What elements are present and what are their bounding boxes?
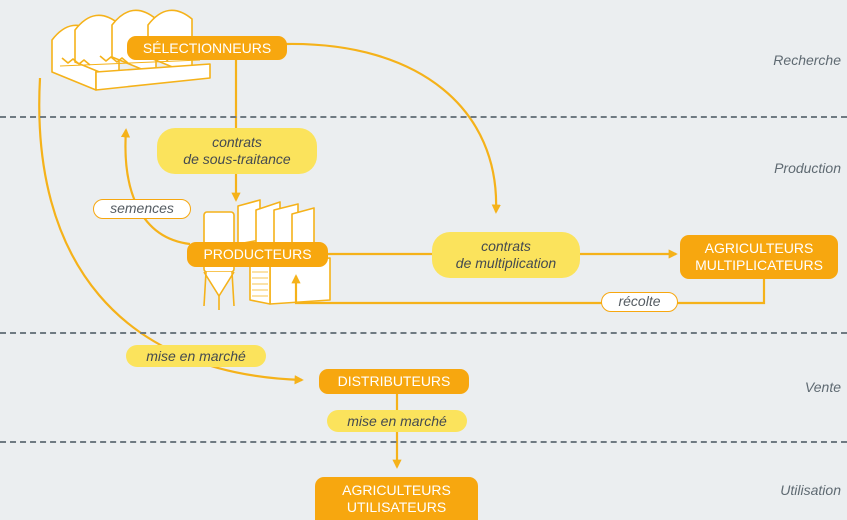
pill-contrats-sous-traitance-line2: de sous-traitance (183, 151, 291, 167)
label-semences-text: semences (110, 200, 174, 216)
zone-label-vente: Vente (804, 379, 841, 395)
zone-label-recherche: Recherche (773, 52, 841, 68)
label-semences: semences (93, 199, 191, 219)
pill-contrats-sous-traitance: contrats de sous-traitance (157, 128, 317, 174)
pill-contrats-multiplication: contrats de multiplication (432, 232, 580, 278)
zone-label-production: Production (774, 160, 841, 176)
node-agriculteurs-utilisateurs-line2: UTILISATEURS (346, 498, 447, 515)
zone-label-utilisation: Utilisation (780, 482, 841, 498)
node-distributeurs: DISTRIBUTEURS (319, 369, 469, 394)
pill-contrats-sous-traitance-line1: contrats (212, 134, 262, 150)
separator-recherche-production (0, 116, 847, 118)
separator-vente-utilisation (0, 441, 847, 443)
arrow-selectionneurs-to-distributeurs (38, 77, 304, 385)
separator-production-vente (0, 332, 847, 334)
arrow-recolte-return (291, 274, 766, 305)
node-agriculteurs-multiplicateurs-line1: AGRICULTEURS (704, 240, 814, 256)
node-agriculteurs-utilisateurs-line1: AGRICULTEURS (342, 481, 451, 498)
arrow-selectionneurs-to-multiplication (285, 42, 501, 214)
pill-contrats-multiplication-line1: contrats (481, 238, 531, 254)
label-recolte: récolte (601, 292, 678, 312)
node-selectionneurs: SÉLECTIONNEURS (127, 36, 287, 60)
pill-mise-en-marche-2-label: mise en marché (347, 412, 447, 429)
label-recolte-text: récolte (618, 293, 661, 309)
node-producteurs: PRODUCTEURS (187, 242, 328, 267)
pill-mise-en-marche-1: mise en marché (126, 345, 266, 367)
pill-contrats-multiplication-line2: de multiplication (455, 255, 557, 271)
pill-mise-en-marche-1-label: mise en marché (146, 347, 246, 364)
node-producteurs-label: PRODUCTEURS (203, 246, 312, 262)
node-selectionneurs-label: SÉLECTIONNEURS (142, 39, 272, 56)
pill-mise-en-marche-2: mise en marché (327, 410, 467, 432)
node-distributeurs-label: DISTRIBUTEURS (337, 373, 451, 389)
node-agriculteurs-multiplicateurs-line2: MULTIPLICATEURS (695, 257, 823, 273)
node-agriculteurs-multiplicateurs: AGRICULTEURS MULTIPLICATEURS (680, 235, 838, 279)
node-agriculteurs-utilisateurs: AGRICULTEURS UTILISATEURS (315, 477, 478, 520)
